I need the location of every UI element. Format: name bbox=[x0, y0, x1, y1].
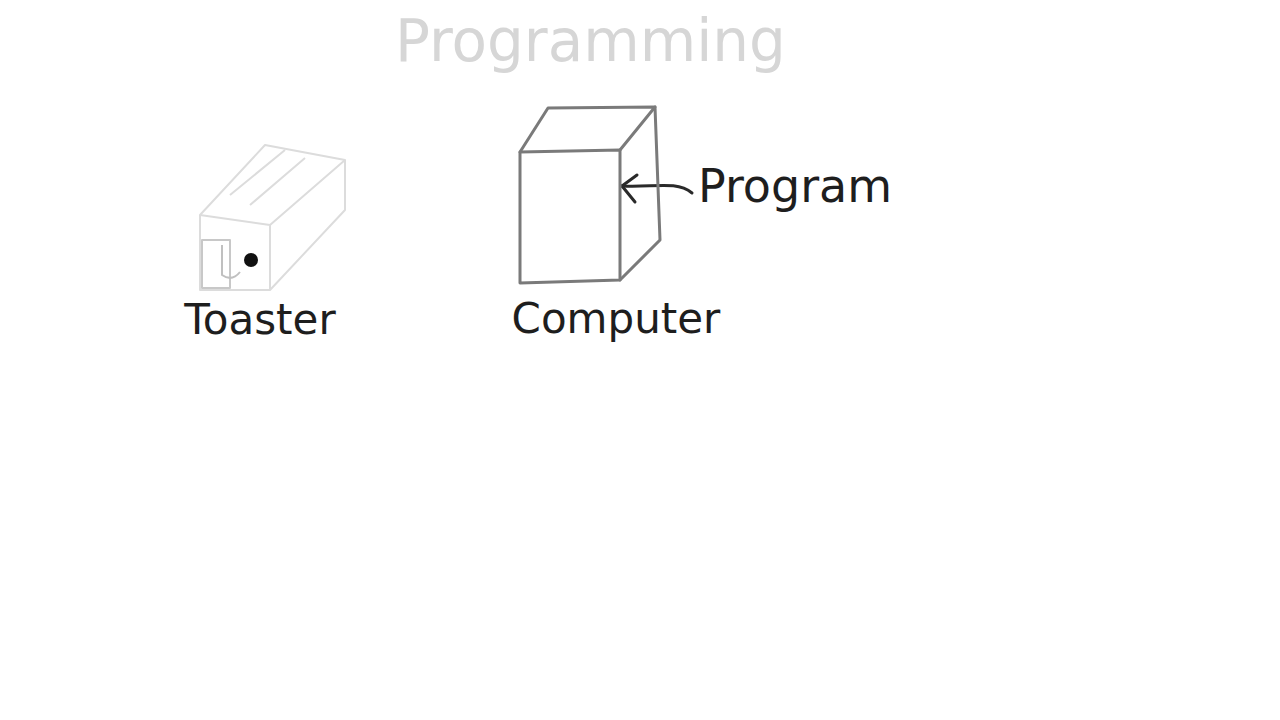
callout-label: Program bbox=[698, 160, 892, 213]
node-label: Toaster bbox=[160, 296, 360, 344]
toaster-shape bbox=[160, 128, 360, 296]
node-label: Computer bbox=[500, 295, 732, 343]
toaster-node: Toaster bbox=[160, 128, 360, 344]
toaster-knob bbox=[244, 253, 258, 267]
computer-node: Computer bbox=[500, 100, 732, 343]
toaster-sketch bbox=[200, 145, 345, 290]
computer-box bbox=[520, 107, 660, 283]
faded-title: Programming bbox=[395, 8, 786, 75]
computer-shape bbox=[500, 100, 732, 295]
